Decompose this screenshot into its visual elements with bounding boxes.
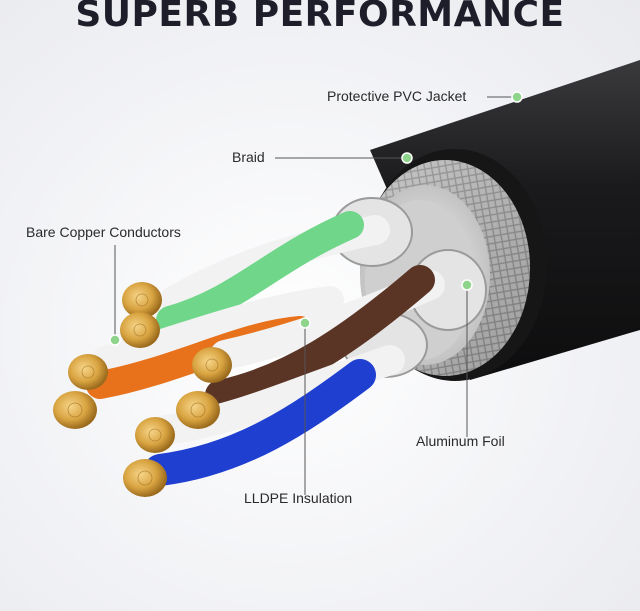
- white-wire: [91, 286, 344, 374]
- insulation-callout-dot: [299, 317, 311, 329]
- copper-conductors: [53, 282, 232, 497]
- insulation-label: LLDPE Insulation: [244, 490, 353, 506]
- foil-label: Aluminum Foil: [416, 433, 505, 449]
- braid-callout-dot: [401, 152, 413, 164]
- green-wire: [156, 211, 364, 334]
- blue-wire: [144, 359, 376, 486]
- brown-wire: [205, 265, 435, 410]
- jacket-label: Protective PVC Jacket: [327, 88, 467, 104]
- conductors-label: Bare Copper Conductors: [26, 224, 181, 240]
- foil-callout-dot: [461, 279, 473, 291]
- jacket-callout-dot: [511, 91, 523, 103]
- braid-label: Braid: [232, 149, 265, 165]
- conductors-callout-dot: [109, 334, 121, 346]
- page-title: SUPERB PERFORMANCE: [75, 0, 565, 35]
